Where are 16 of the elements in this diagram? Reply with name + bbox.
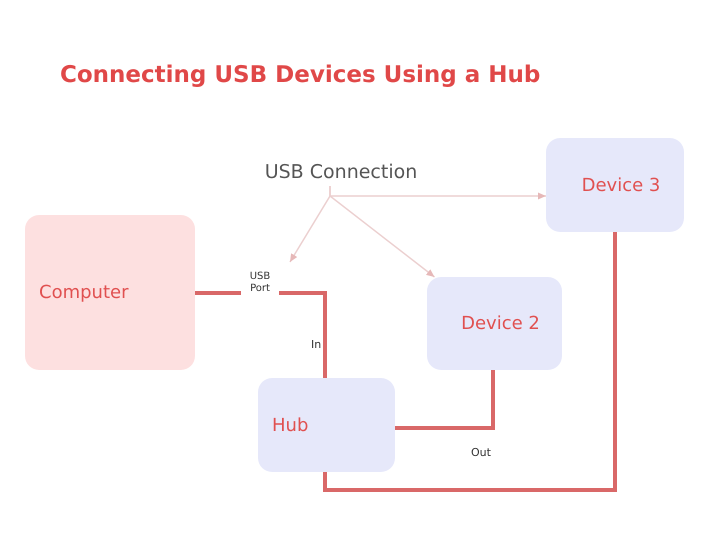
node-label: Device 3: [582, 174, 660, 196]
cable-line: [395, 370, 495, 430]
port-label: In: [311, 338, 322, 351]
node-label: Computer: [39, 282, 128, 303]
node-label: Device 2: [461, 313, 540, 334]
connection-label: USB Connection: [264, 161, 418, 183]
hub-box: [258, 378, 395, 472]
port-label: Out: [471, 446, 491, 459]
device-box: [546, 138, 684, 232]
device-box: [427, 277, 562, 370]
computer-box: [25, 215, 195, 370]
cable-line: [323, 232, 617, 492]
diagram-title: Connecting USB Devices Using a Hub: [60, 62, 540, 88]
node-label: Hub: [272, 414, 308, 436]
edge-label: USB Port: [241, 271, 279, 295]
leader-line: [329, 186, 435, 278]
